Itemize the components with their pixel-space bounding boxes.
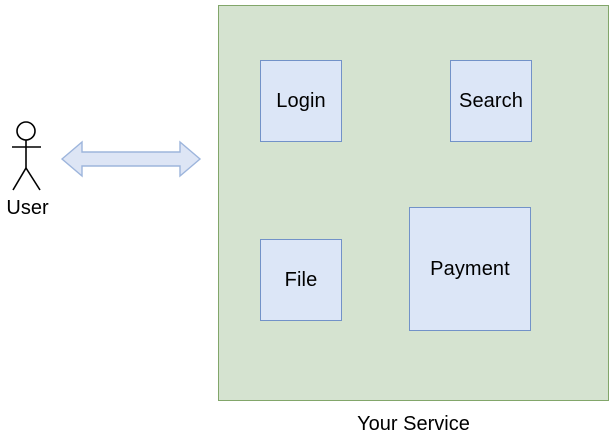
component-label-login: Login (276, 90, 326, 112)
component-label-file: File (284, 269, 318, 291)
component-label-search: Search (459, 90, 523, 112)
component-box-payment[interactable]: Payment (409, 207, 531, 331)
double-headed-arrow-svg (60, 140, 202, 178)
actor-label: User (0, 196, 55, 220)
service-caption-text: Your Service (357, 413, 470, 435)
component-label-payment: Payment (430, 258, 510, 280)
double-headed-arrow-icon[interactable] (60, 138, 202, 180)
component-box-file[interactable]: File (260, 239, 342, 321)
actor-label-text: User (6, 197, 49, 219)
component-box-search[interactable]: Search (450, 60, 532, 142)
component-box-login[interactable]: Login (260, 60, 342, 142)
service-boundary-caption: Your Service (218, 409, 609, 439)
actor-stick-figure-icon[interactable] (2, 115, 54, 195)
actor-stick-figure-svg (12, 121, 41, 191)
